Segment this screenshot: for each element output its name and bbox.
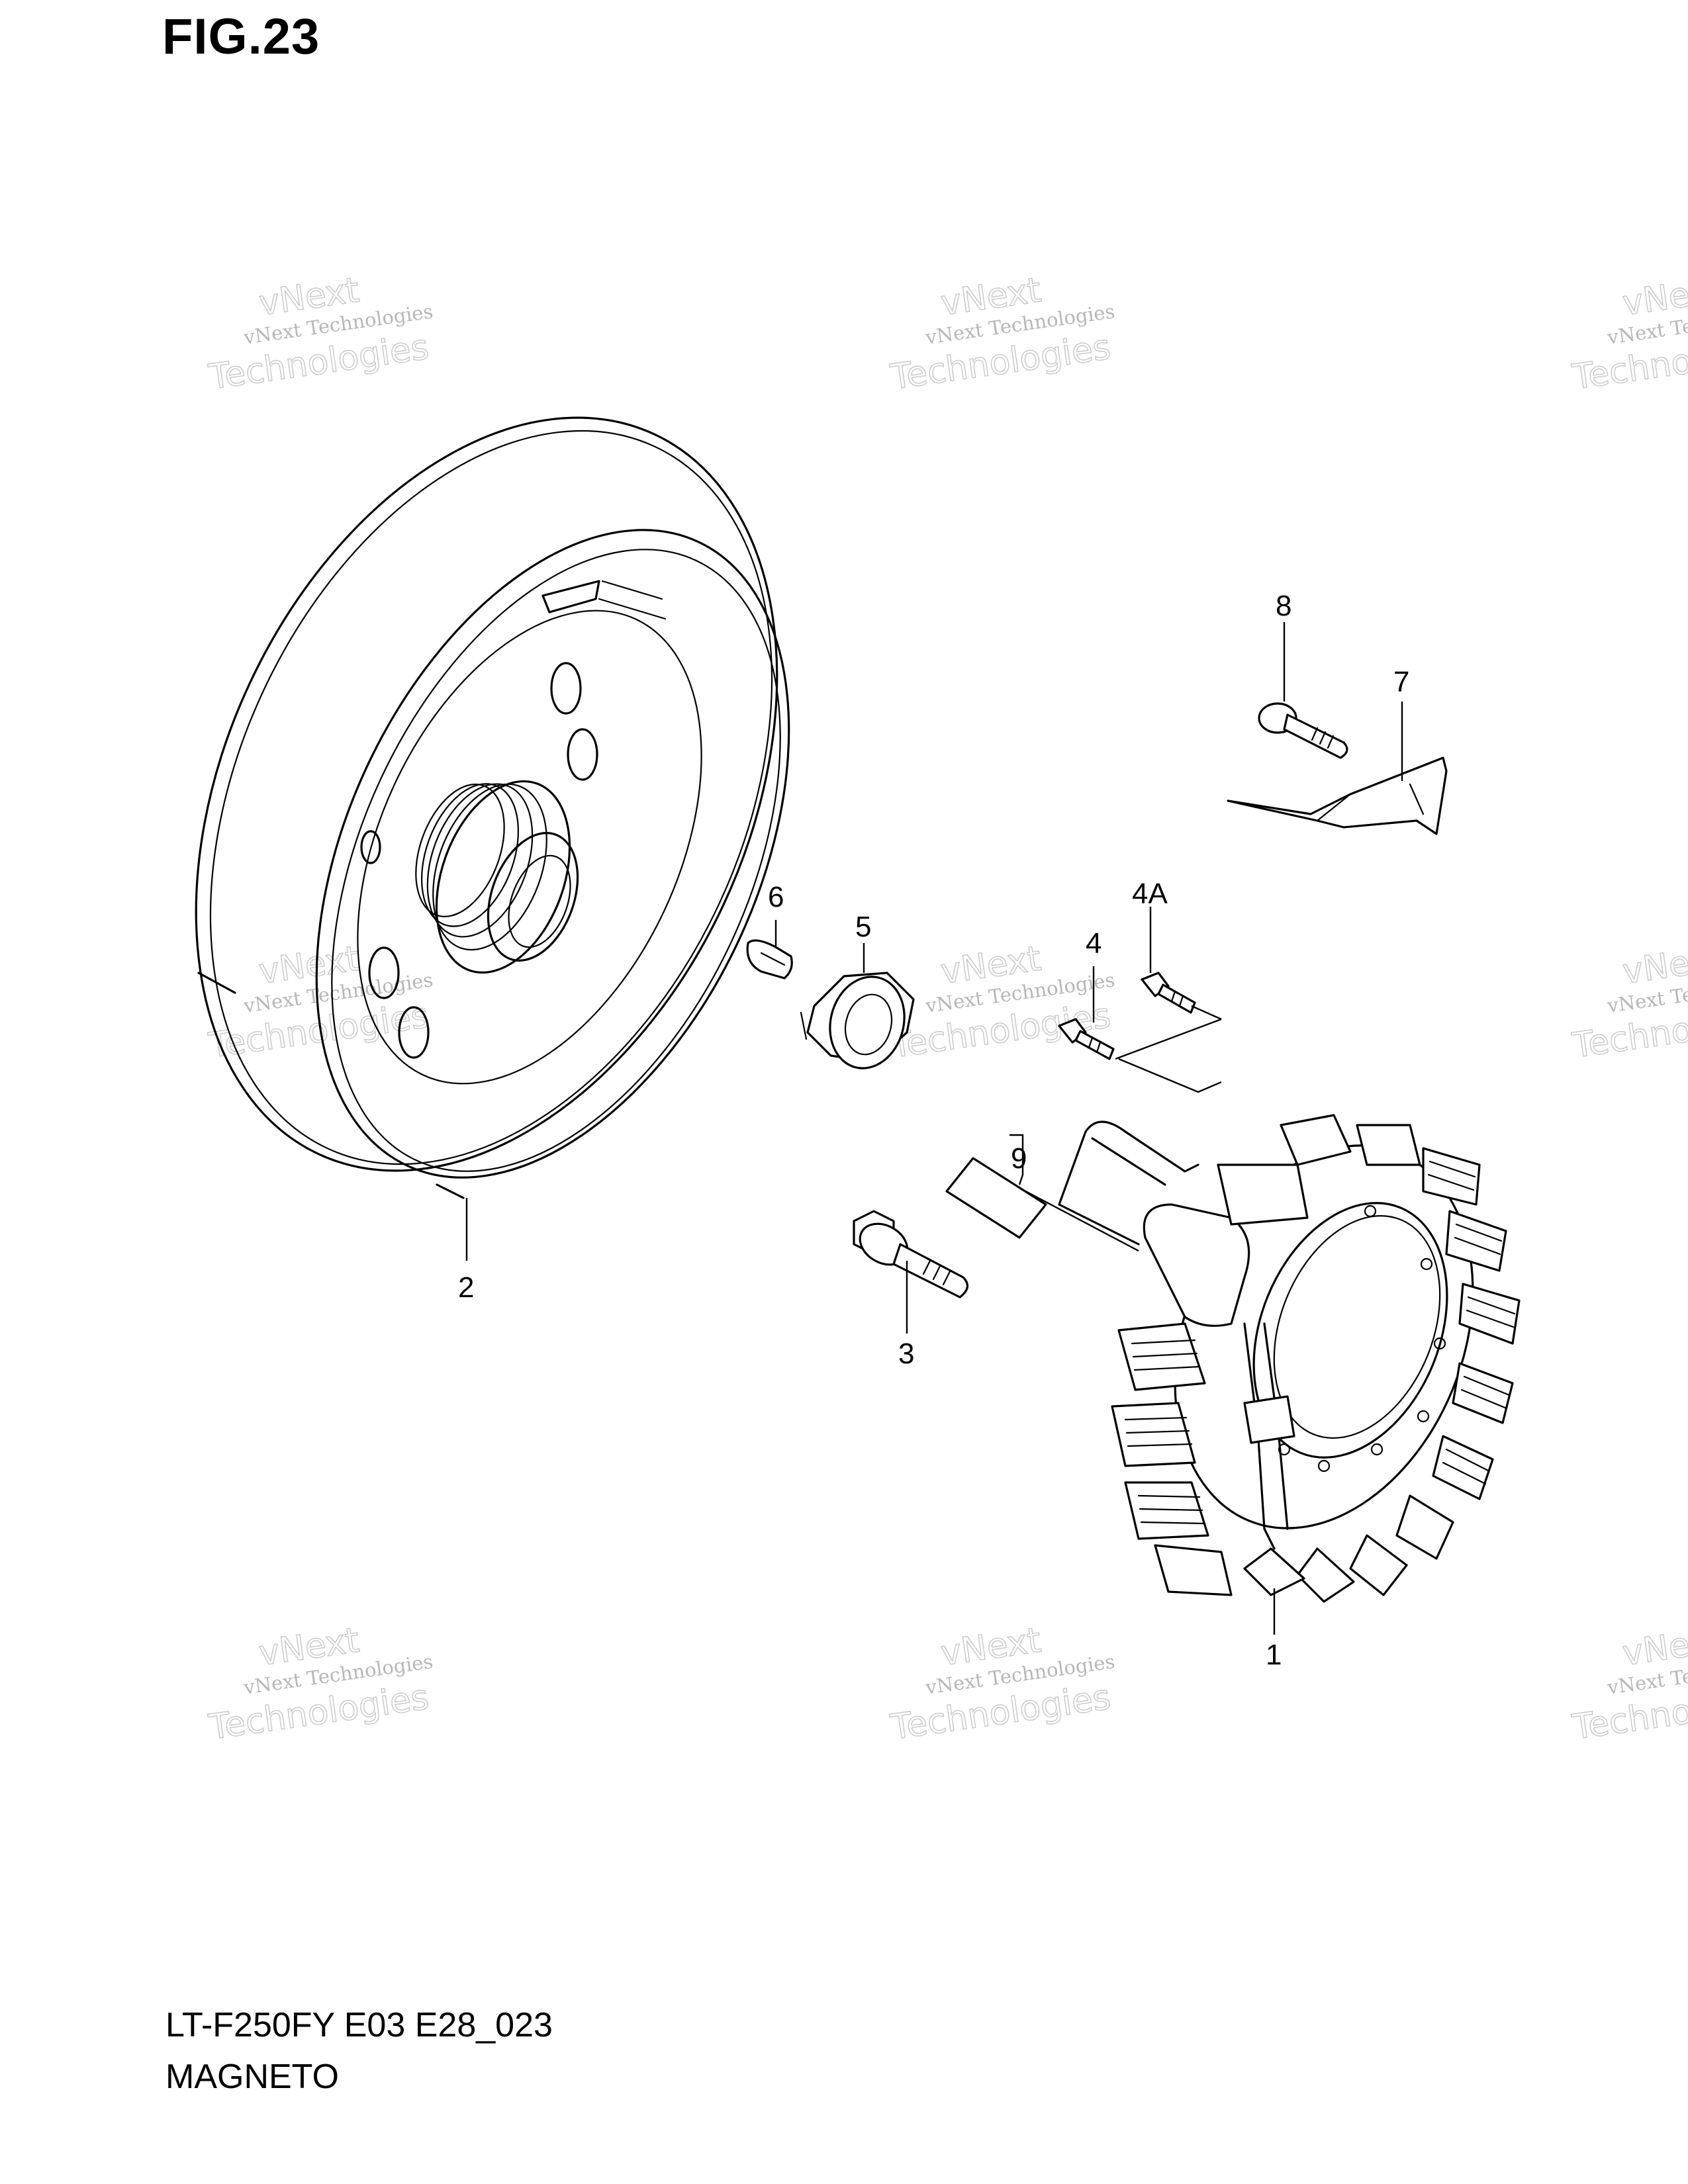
callout-8: 8 — [1276, 590, 1291, 622]
watermark-vnext: vNext — [1620, 1621, 1688, 1674]
callout-2: 2 — [458, 1271, 474, 1304]
callout-7: 7 — [1393, 666, 1409, 698]
callout-6: 6 — [768, 881, 784, 913]
section-name: MAGNETO — [165, 2058, 339, 2096]
part-bracket — [1227, 756, 1448, 835]
figure-title: FIG.23 — [162, 9, 320, 65]
callout-4: 4 — [1086, 927, 1102, 960]
part-nut — [800, 972, 915, 1069]
part-bolt-stator — [853, 1210, 968, 1298]
part-key — [746, 939, 793, 979]
part-stator — [1058, 1114, 1521, 1603]
part-screw-4 — [1058, 1018, 1115, 1060]
leader-9 — [1009, 1134, 1024, 1185]
part-screw-4a — [1141, 972, 1196, 1014]
callout-4a: 4A — [1132, 878, 1168, 910]
part-bolt-8 — [1258, 702, 1348, 759]
callout-9: 9 — [1011, 1142, 1027, 1175]
watermark-vnext: vNext — [1620, 271, 1688, 324]
callout-3: 3 — [898, 1338, 914, 1370]
callout-5: 5 — [855, 911, 871, 943]
watermark-vnext: vNext — [1620, 939, 1688, 993]
watermark-layer: vNext vNext Technologies Technologies vN… — [206, 270, 1688, 1749]
leader-lines — [465, 622, 1403, 1635]
part-label — [945, 1157, 1047, 1239]
leader-4-to-stator — [1118, 1058, 1222, 1093]
callout-1: 1 — [1266, 1639, 1282, 1671]
callouts: 1 2 3 4 4A 5 6 7 8 9 — [458, 590, 1409, 1671]
model-code: LT-F250FY E03 E28_023 — [165, 2006, 553, 2044]
part-flywheel-rotor — [195, 416, 790, 1199]
leader-4a-join — [1115, 1018, 1222, 1060]
